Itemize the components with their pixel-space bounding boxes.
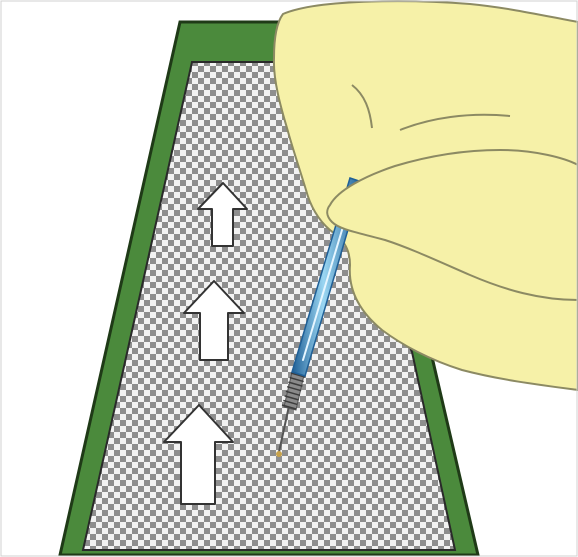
tool-tip	[276, 451, 282, 457]
